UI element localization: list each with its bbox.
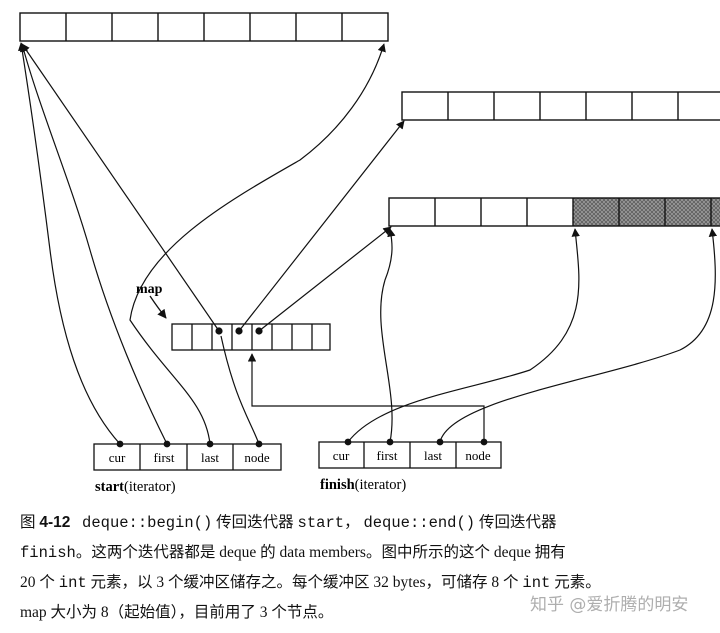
start-node-cell: node [244, 450, 270, 465]
map-node3-arrow [258, 226, 392, 332]
map-node1-arrow [21, 43, 220, 332]
caption-text-2b: 。这两个迭代器都是 deque 的 data members。图中所示的这个 d… [75, 544, 566, 561]
caption-text-1b: 传回迭代器 [216, 514, 294, 531]
map-label: map [136, 282, 163, 297]
deque-diagram: map cur first last node start(iterator) [18, 12, 720, 495]
start-last-cell: last [201, 450, 219, 465]
map-node2-arrow [238, 120, 405, 332]
caption-finish-word: finish [20, 544, 76, 562]
caption-line-1: 图 4-12 deque::begin() 传回迭代器 start， deque… [20, 508, 710, 538]
caption-line-2: finish。这两个迭代器都是 deque 的 data members。图中所… [20, 538, 710, 568]
finish-cur-cell: cur [333, 448, 350, 463]
caption-comma: ， [344, 514, 360, 531]
caption-line-4: map 大小为 8（起始值），目前用了 3 个节点。 [20, 604, 334, 621]
caption-int-1: int [58, 574, 87, 592]
finish-iterator-label: finish(iterator) [320, 477, 406, 493]
start-cur-cell: cur [109, 450, 126, 465]
caption-start-word: start [297, 514, 345, 532]
caption-text-3c: 元素，以 3 个缓冲区储存之。每个缓冲区 32 bytes，可储存 8 个 [90, 574, 519, 591]
caption-begin-call: deque::begin() [82, 514, 213, 532]
start-last-arrow [129, 43, 386, 445]
finish-first-arrow [380, 228, 396, 443]
buffer-3 [388, 197, 720, 227]
map-array [171, 323, 331, 351]
caption-text-1f: 传回迭代器 [478, 514, 557, 531]
pointer-curves [18, 42, 718, 445]
finish-last-arrow [439, 228, 718, 443]
finish-first-cell: first [377, 448, 398, 463]
start-first-cell: first [154, 450, 175, 465]
caption-text-3a: 20 个 [20, 574, 55, 591]
buffer-1 [19, 12, 389, 42]
finish-iterator-box [318, 441, 502, 469]
caption-int-2: int [522, 574, 551, 592]
start-cur-arrow [18, 42, 121, 445]
start-node-arrow [220, 335, 260, 445]
finish-last-cell: last [424, 448, 442, 463]
start-first-arrow [19, 43, 168, 445]
figure-caption: 图 4-12 deque::begin() 传回迭代器 start， deque… [20, 508, 710, 627]
caption-line-3: 20 个 int 元素，以 3 个缓冲区储存之。每个缓冲区 32 bytes，可… [20, 568, 710, 598]
buffer-2 [401, 91, 720, 121]
finish-cur-arrow [347, 228, 580, 443]
caption-fig-number: 4-12 [39, 514, 71, 531]
start-iterator-box [93, 443, 282, 471]
watermark: 知乎 @爱折腾的明安 [530, 595, 689, 615]
finish-node-arrow [247, 353, 485, 442]
start-iterator-label: start(iterator) [95, 479, 176, 495]
map-pointer-arrow [149, 295, 167, 319]
caption-end-call: deque::end() [363, 514, 476, 532]
finish-node-cell: node [465, 448, 491, 463]
caption-text-3e: 元素。 [554, 574, 601, 591]
caption-fig-label: 图 [20, 514, 36, 531]
